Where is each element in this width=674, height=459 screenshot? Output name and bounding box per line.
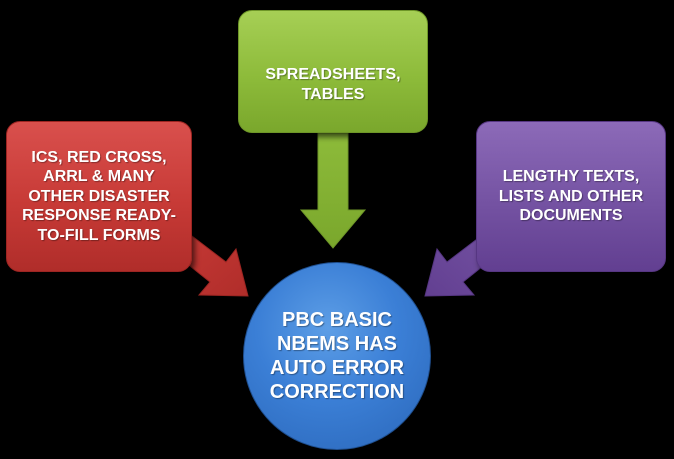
lengthy-texts-label: LENGTHY TEXTS, LISTS AND OTHER DOCUMENTS [498, 168, 644, 225]
disaster-forms-label: ICS, RED CROSS, ARRL & MANY OTHER DISAST… [22, 148, 176, 244]
disaster-forms-box: ICS, RED CROSS, ARRL & MANY OTHER DISAST… [6, 121, 192, 272]
arrow-top-to-center [299, 132, 367, 249]
lengthy-texts-box: LENGTHY TEXTS, LISTS AND OTHER DOCUMENTS [476, 121, 666, 272]
nbems-center-label: PBC BASIC NBEMS HAS AUTO ERROR CORRECTIO… [269, 309, 405, 403]
spreadsheets-tables-label: SPREADSHEETS, TABLES [265, 66, 401, 103]
nbems-center-circle: PBC BASIC NBEMS HAS AUTO ERROR CORRECTIO… [243, 262, 431, 450]
spreadsheets-tables-box: SPREADSHEETS, TABLES [238, 10, 428, 133]
